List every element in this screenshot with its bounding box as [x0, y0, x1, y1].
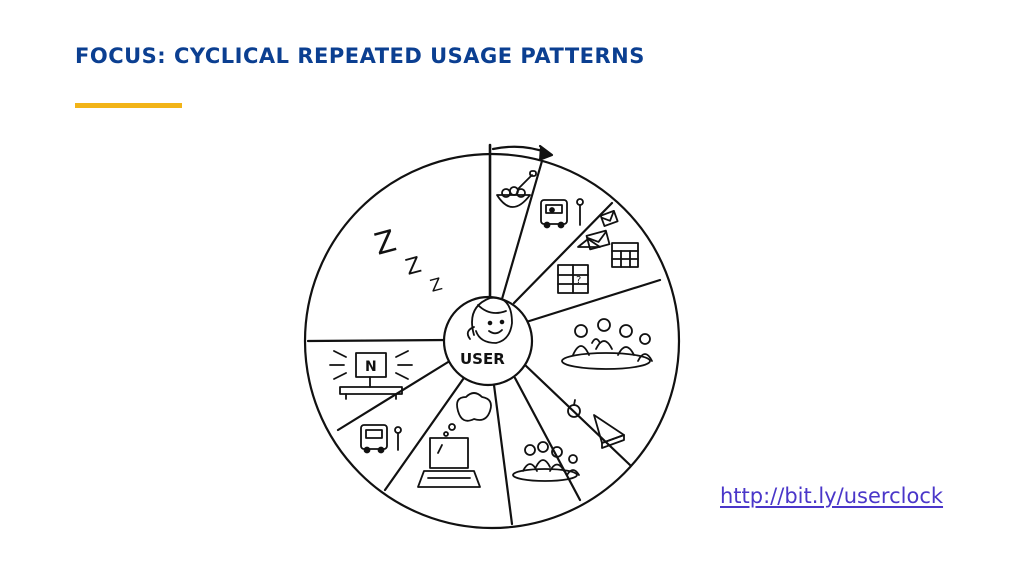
breakfast-bowl-icon: [496, 170, 537, 208]
sleep-z: Z: [428, 274, 444, 296]
sleep-icon: Z Z Z: [371, 224, 445, 297]
segment-divider: [383, 373, 468, 492]
title-accent-bar: [75, 103, 182, 108]
userclock-link[interactable]: http://bit.ly/userclock: [720, 484, 944, 508]
tv-screen-label: N: [365, 359, 377, 375]
segment-divider: [492, 383, 514, 526]
segment-divider: [522, 362, 632, 467]
bus-return-icon: [360, 424, 402, 454]
clock-arrow-head: [537, 144, 554, 162]
segment-divider: [500, 159, 544, 301]
segment-divider: [521, 278, 662, 325]
user-face-icon: [466, 296, 513, 344]
bus-commute-icon: [540, 198, 584, 229]
lunch-sandwich-icon: [567, 399, 625, 449]
sleep-z: Z: [371, 224, 400, 263]
tv-evening-icon: N: [329, 350, 413, 400]
user-circle: [442, 295, 534, 387]
meeting-icon: [561, 318, 653, 370]
segment-divider: [512, 201, 614, 305]
user-label: USER: [460, 350, 505, 368]
email-calendar-icon: ?: [557, 210, 639, 294]
meeting-small-icon: [512, 441, 580, 482]
laptop-thinking-icon: [417, 392, 492, 488]
clock-outer-circle: [303, 152, 681, 530]
sleep-z: Z: [403, 253, 424, 281]
user-clock-diagram: USER Z Z Z: [303, 143, 681, 530]
segment-divider: [306, 338, 450, 343]
calendar-question-mark: ?: [576, 275, 581, 286]
slide-title: FOCUS: CYCLICAL REPEATED USAGE PATTERNS: [75, 44, 645, 68]
